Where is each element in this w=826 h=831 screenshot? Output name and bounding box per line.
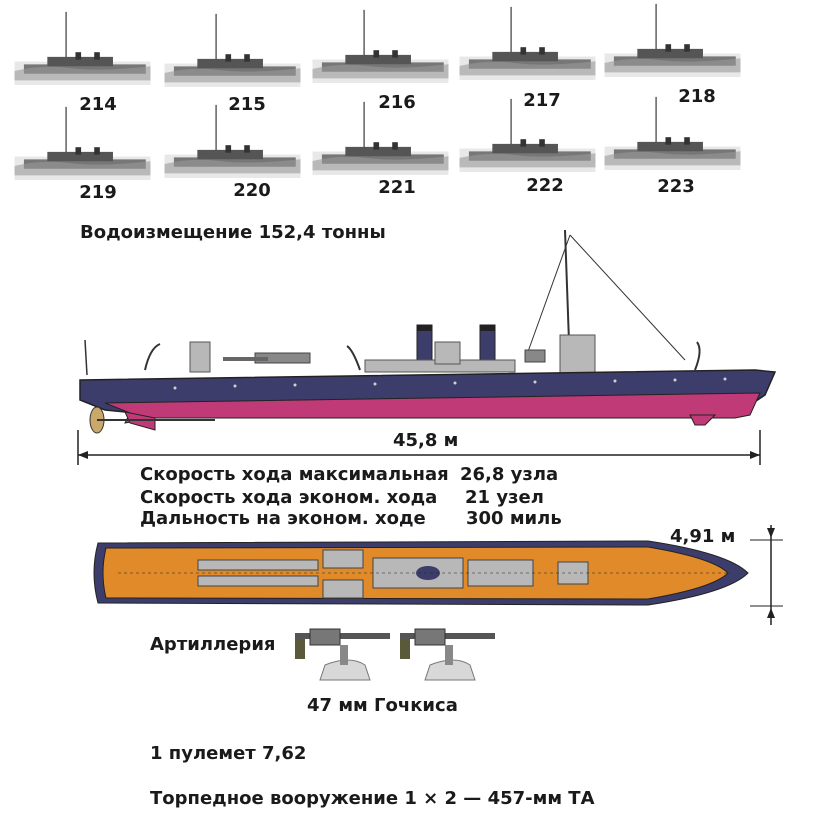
artillery-label: Артиллерия (150, 634, 276, 655)
length-label: 45,8 м (393, 430, 459, 451)
length-dimension-line (77, 430, 761, 465)
spec-econ-range: Дальность на эконом. ходе 300 миль (140, 508, 580, 530)
hull-number-221: 221 (378, 177, 416, 198)
ship-photo-215 (164, 13, 301, 87)
spec-max-speed-value: 26,8 узла (460, 464, 559, 485)
ship-photo-219 (14, 106, 151, 180)
spec-econ-speed-label: Скорость хода эконом. хода (140, 487, 438, 508)
displacement-label: Водоизмещение 152,4 тонны (80, 222, 386, 243)
ship-photo-222 (459, 98, 596, 172)
ship-photo-218 (604, 3, 741, 77)
hull-number-223: 223 (657, 176, 695, 197)
ship-photo-220 (164, 104, 301, 178)
hull-number-218: 218 (678, 86, 716, 107)
spec-econ-speed: Скорость хода эконом. хода 21 узел (140, 487, 580, 509)
ship-photo-216 (312, 9, 449, 83)
ship-photo-221 (312, 101, 449, 175)
ship-side-profile (79, 229, 777, 434)
beam-dimension-line (750, 525, 783, 625)
machine-gun-label: 1 пулемет 7,62 (150, 743, 307, 764)
hull-number-214: 214 (79, 94, 117, 115)
ship-photo-217 (459, 6, 596, 80)
hull-number-222: 222 (526, 175, 564, 196)
hotchkiss-gun-2-icon (400, 628, 495, 681)
hull-number-219: 219 (79, 182, 117, 203)
hull-number-220: 220 (233, 180, 271, 201)
spec-max-speed: Скорость хода максимальная 26,8 узла (140, 464, 580, 486)
beam-label: 4,91 м (670, 526, 736, 547)
torpedo-label: Торпедное вооружение 1 × 2 — 457-мм ТА (150, 788, 595, 809)
spec-econ-speed-value: 21 узел (465, 487, 544, 508)
spec-max-speed-label: Скорость хода максимальная (140, 464, 449, 485)
spec-econ-range-label: Дальность на эконом. ходе (140, 508, 426, 529)
spec-econ-range-value: 300 миль (466, 508, 562, 529)
gun-caption: 47 мм Гочкиса (307, 695, 458, 716)
hotchkiss-gun-1-icon (295, 628, 390, 681)
ship-photo-223 (604, 96, 741, 170)
hull-number-216: 216 (378, 92, 416, 113)
hull-number-217: 217 (523, 90, 561, 111)
ship-top-plan (93, 540, 749, 606)
ship-photo-214 (14, 11, 151, 85)
hull-number-215: 215 (228, 94, 266, 115)
